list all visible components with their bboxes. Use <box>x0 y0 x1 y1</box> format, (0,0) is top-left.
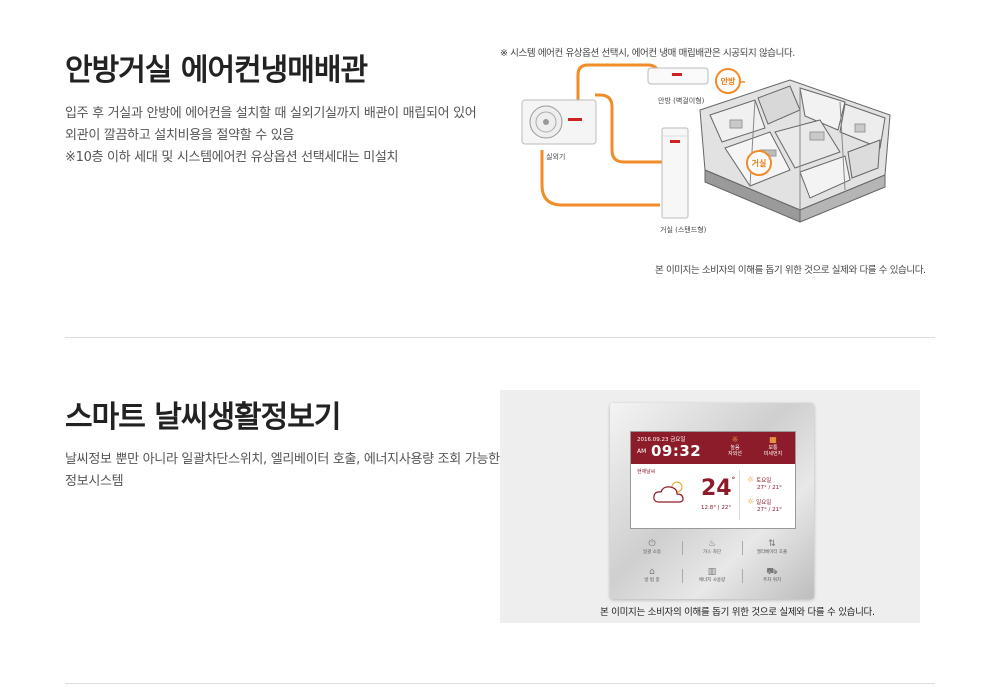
button-label: 에너지 사용량 <box>698 578 726 583</box>
current-temperature: 24° <box>701 476 735 501</box>
security-icon: ⌂ <box>649 567 655 577</box>
dust-level: 보통 <box>768 445 778 451</box>
forecast-temp: 27° / 21° <box>757 485 782 491</box>
button-separator <box>682 569 683 583</box>
parking-icon: ⛟ <box>766 567 778 577</box>
stand-unit-icon <box>661 127 689 219</box>
button-separator <box>682 541 683 555</box>
apartment-floorplan <box>699 79 891 223</box>
section-title: 스마트 날씨생활정보기 <box>65 400 341 435</box>
weather-controller-panel: 2016.09.23 금요일 AM 09:32 ☼ 높음 자외선 ▦ 보통 미세… <box>610 403 814 599</box>
dust-status: ▦ 보통 미세먼지 <box>759 435 787 457</box>
section-divider <box>65 337 935 338</box>
pipe-to-living-top <box>595 93 662 164</box>
temp-value: 24 <box>701 476 732 501</box>
section-aircon-piping: 안방거실 에어컨냉매배관 입주 후 거실과 안방에 에어컨을 설치할 때 실외기… <box>0 0 1000 338</box>
desc-line: 입주 후 거실과 안방에 에어컨을 설치할 때 실외기실까지 배관이 매립되어 … <box>65 106 477 121</box>
section-title: 안방거실 에어컨냉매배관 <box>65 53 368 88</box>
desc-line: 외관이 깔끔하고 설치비용을 절약할 수 있음 <box>65 128 295 143</box>
section-description: 입주 후 거실과 안방에 에어컨을 설치할 때 실외기실까지 배관이 매립되어 … <box>65 103 505 169</box>
wall-unit-label: 안방 (벽걸이형) <box>658 97 705 105</box>
button-label: 엘리베이터 호출 <box>756 550 788 555</box>
temp-range: 12.8° | 22° <box>701 505 732 511</box>
screen-topbar: 2016.09.23 금요일 AM 09:32 ☼ 높음 자외선 ▦ 보통 미세… <box>631 432 795 464</box>
gas-shutoff-button[interactable]: ♨가스 차단 <box>686 539 738 555</box>
forecast-temp: 27° / 21° <box>757 507 782 513</box>
forecast-day: 토요일 <box>756 478 772 484</box>
wall-unit-icon <box>647 67 709 85</box>
screen-ampm: AM <box>637 448 647 455</box>
sun-icon: ☼ <box>731 435 739 444</box>
elevator-icon: ⇅ <box>768 539 776 549</box>
section-smart-weather: 스마트 날씨생활정보기 날씨정보 뿐만 아니라 일괄차단스위치, 엘리베이터 호… <box>0 338 1000 684</box>
pipe-to-living-bottom <box>540 150 660 207</box>
device-photo: 2016.09.23 금요일 AM 09:32 ☼ 높음 자외선 ▦ 보통 미세… <box>500 390 920 623</box>
desc-line: ※10층 이하 세대 및 시스템에어컨 유상옵션 선택세대는 미설치 <box>65 150 399 165</box>
aircon-piping-diagram: ※ 시스템 에어컨 유상옵션 선택시, 에어컨 냉매 매립배관은 시공되지 않습… <box>500 40 930 285</box>
button-separator <box>742 541 743 555</box>
section-description: 날씨정보 뿐만 아니라 일괄차단스위치, 엘리베이터 호출, 에너지사용량 조회… <box>65 449 505 493</box>
controller-screen: 2016.09.23 금요일 AM 09:32 ☼ 높음 자외선 ▦ 보통 미세… <box>630 431 796 529</box>
sun-icon: ☼ <box>747 475 755 484</box>
power-icon: ⏻ <box>648 539 656 549</box>
screen-divider <box>739 470 740 520</box>
section-divider <box>65 683 935 684</box>
screen-time: 09:32 <box>651 442 702 460</box>
button-separator <box>742 569 743 583</box>
cloud-sun-icon <box>653 481 684 503</box>
stand-unit-label: 거실 (스탠드형) <box>660 226 707 234</box>
button-label: 주차 위치 <box>763 578 781 583</box>
desc-line: 정보시스템 <box>65 474 124 489</box>
elevator-call-button[interactable]: ⇅엘리베이터 호출 <box>746 539 798 555</box>
button-label: 방 범 중 <box>644 578 660 583</box>
screen-date: 2016.09.23 금요일 <box>637 437 686 443</box>
security-button[interactable]: ⌂방 범 중 <box>626 567 678 583</box>
gas-icon: ♨ <box>707 539 717 549</box>
forecast-day-2: ☼일요일 27° / 21° <box>747 498 782 514</box>
controller-buttons: ⏻일괄 소등 ♨가스 차단 ⇅엘리베이터 호출 ⌂방 범 중 ▥에너지 사용량 <box>626 535 798 591</box>
dust-label: 미세먼지 <box>763 451 783 457</box>
energy-icon: ▥ <box>707 567 717 577</box>
outdoor-unit-label: 실외기 <box>546 153 566 161</box>
dust-icon: ▦ <box>769 435 777 444</box>
desc-line: 날씨정보 뿐만 아니라 일괄차단스위치, 엘리베이터 호출, 에너지사용량 조회… <box>65 452 500 467</box>
button-label: 일괄 소등 <box>643 550 661 555</box>
bedroom-bubble: 안방 <box>715 68 741 94</box>
forecast-day-1: ☼토요일 27° / 21° <box>747 476 782 492</box>
photo-caption: 본 이미지는 소비자의 이해를 돕기 위한 것으로 실제와 다를 수 있습니다. <box>600 607 875 618</box>
sun-icon: ☼ <box>747 497 755 506</box>
button-label: 가스 차단 <box>703 550 721 555</box>
all-lights-off-button[interactable]: ⏻일괄 소등 <box>626 539 678 555</box>
uv-label: 자외선 <box>728 451 742 457</box>
temp-unit: ° <box>731 476 736 484</box>
diagram-note: ※ 시스템 에어컨 유상옵션 선택시, 에어컨 냉매 매립배관은 시공되지 않습… <box>500 48 795 59</box>
diagram-caption: 본 이미지는 소비자의 이해를 돕기 위한 것으로 실제와 다를 수 있습니다. <box>655 265 926 276</box>
living-room-bubble: 거실 <box>746 150 772 176</box>
uv-level: 높음 <box>730 445 740 451</box>
energy-usage-button[interactable]: ▥에너지 사용량 <box>686 567 738 583</box>
parking-location-button[interactable]: ⛟주차 위치 <box>746 567 798 583</box>
current-weather-label: 현재날씨 <box>637 469 656 475</box>
diagram-illustration <box>521 63 891 223</box>
uv-status: ☼ 높음 자외선 <box>721 435 749 457</box>
outdoor-unit-icon <box>521 99 597 145</box>
forecast-day: 일요일 <box>756 500 772 506</box>
